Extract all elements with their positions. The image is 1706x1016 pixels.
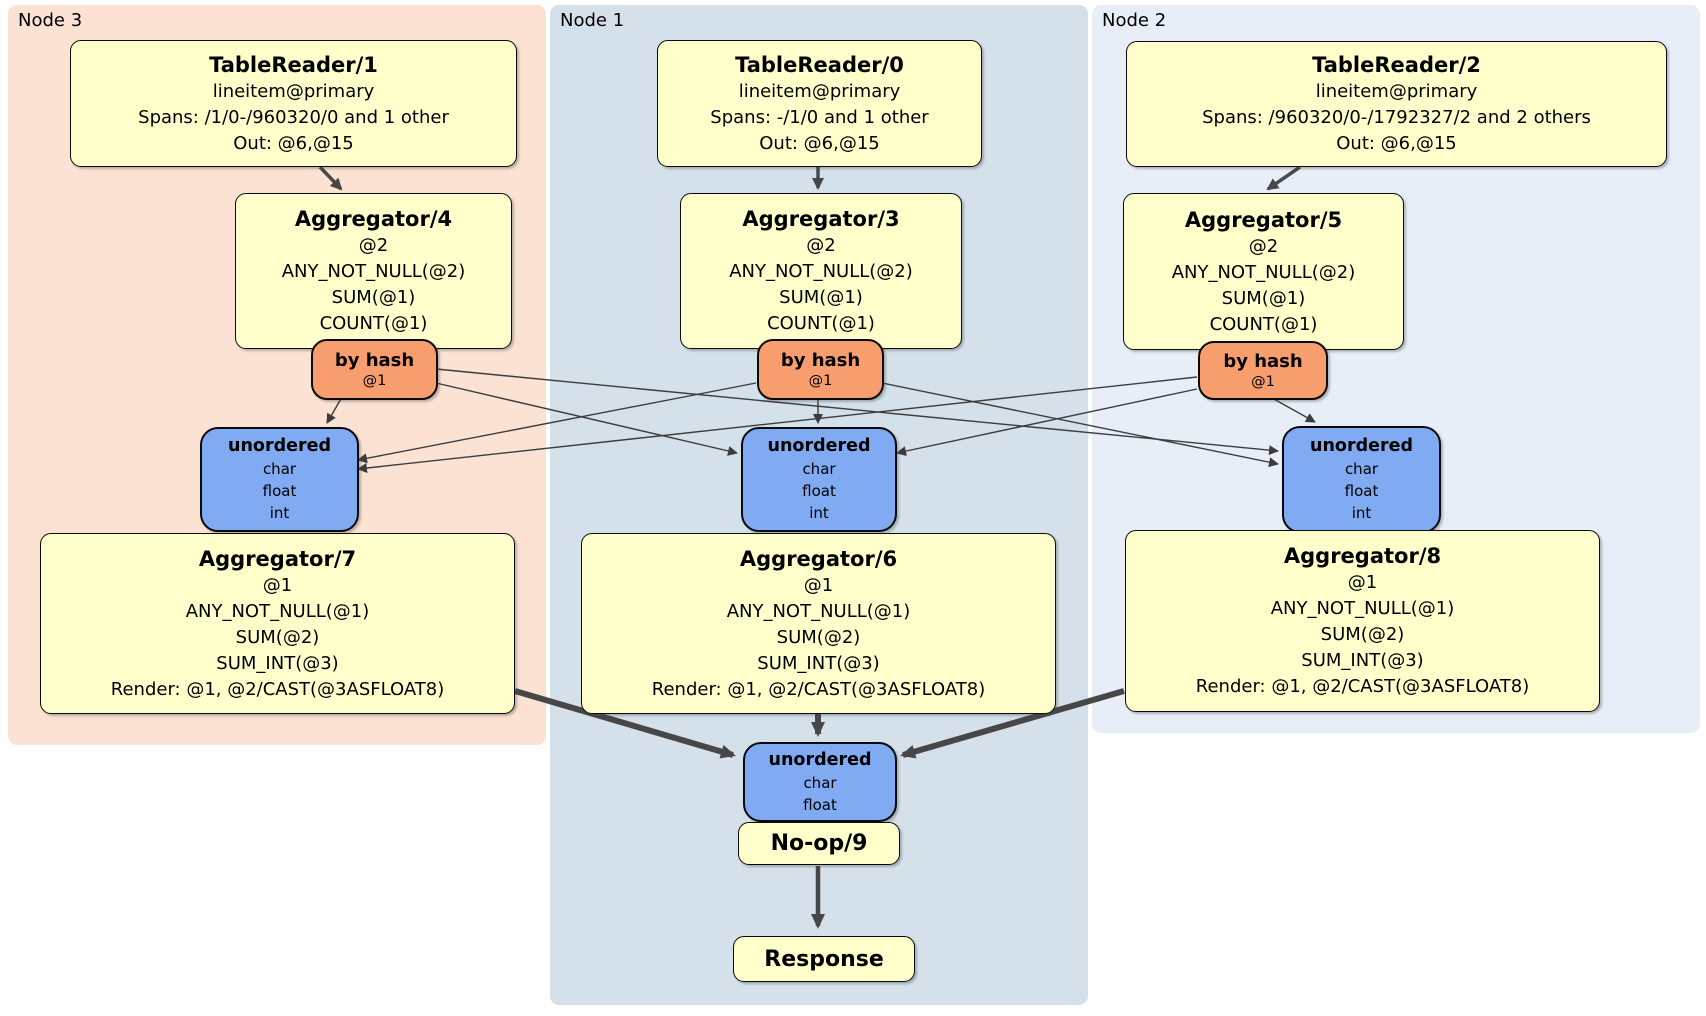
tablereader1-box: TableReader/1 lineitem@primary Spans: /1… (70, 40, 517, 167)
sync-node1: unordered char float int (741, 427, 897, 532)
final-sync: unordered char float (743, 742, 897, 822)
edge-hash2-sync3 (357, 376, 1198, 473)
aggregator4-title: Aggregator/4 (294, 207, 453, 231)
aggregator3-box: Aggregator/3 @2 ANY_NOT_NULL(@2) SUM(@1)… (680, 193, 962, 349)
aggregator7-box: Aggregator/7 @1 ANY_NOT_NULL(@1) SUM(@2)… (40, 533, 515, 714)
aggregator5-box: Aggregator/5 @2 ANY_NOT_NULL(@2) SUM(@1)… (1123, 193, 1404, 350)
edge-hash3-sync2 (435, 368, 1279, 456)
tablereader2-box: TableReader/2 lineitem@primary Spans: /9… (1126, 41, 1667, 167)
edge-hash3-sync3 (326, 396, 343, 424)
aggregator8-box: Aggregator/8 @1 ANY_NOT_NULL(@1) SUM(@2)… (1125, 530, 1600, 712)
edge-agg8-finalsync (900, 688, 1125, 759)
edge-hash2-sync2 (1271, 397, 1316, 423)
sync-node3: unordered char float int (200, 427, 359, 532)
edge-hash1-sync2 (881, 382, 1279, 468)
tablereader0-title: TableReader/0 (735, 52, 904, 77)
edge-hash1-sync3 (357, 382, 757, 464)
aggregator7-title: Aggregator/7 (198, 546, 357, 571)
edge-hash2-sync1 (896, 388, 1198, 457)
aggregator5-title: Aggregator/5 (1184, 207, 1343, 232)
response-box: Response (733, 936, 915, 982)
aggregator6-title: Aggregator/6 (739, 546, 898, 571)
tablereader1-title: TableReader/1 (209, 52, 378, 77)
tablereader2-title: TableReader/2 (1312, 53, 1481, 77)
aggregator6-box: Aggregator/6 @1 ANY_NOT_NULL(@1) SUM(@2)… (581, 533, 1056, 714)
edge-agg7-finalsync (514, 688, 736, 759)
tablereader0-box: TableReader/0 lineitem@primary Spans: -/… (657, 40, 982, 167)
noop-title: No-op/9 (770, 831, 868, 856)
aggregator8-title: Aggregator/8 (1283, 544, 1442, 568)
node3-label: Node 3 (18, 10, 83, 31)
edge-tr1-agg4 (318, 165, 343, 191)
edge-tr2-agg5 (1266, 165, 1301, 191)
response-title: Response (764, 946, 884, 972)
hash-router-node2: by hash @1 (1198, 341, 1328, 400)
hash-router-node3: by hash @1 (311, 339, 438, 400)
noop-box: No-op/9 (738, 822, 900, 865)
aggregator4-box: Aggregator/4 @2 ANY_NOT_NULL(@2) SUM(@1)… (235, 193, 512, 349)
edge-hash3-sync1 (435, 382, 738, 456)
node1-label: Node 1 (560, 10, 625, 31)
node2-label: Node 2 (1102, 10, 1167, 31)
sync-node2: unordered char float int (1282, 426, 1441, 533)
hash-router-node1: by hash @1 (757, 339, 884, 400)
aggregator3-title: Aggregator/3 (742, 207, 900, 231)
